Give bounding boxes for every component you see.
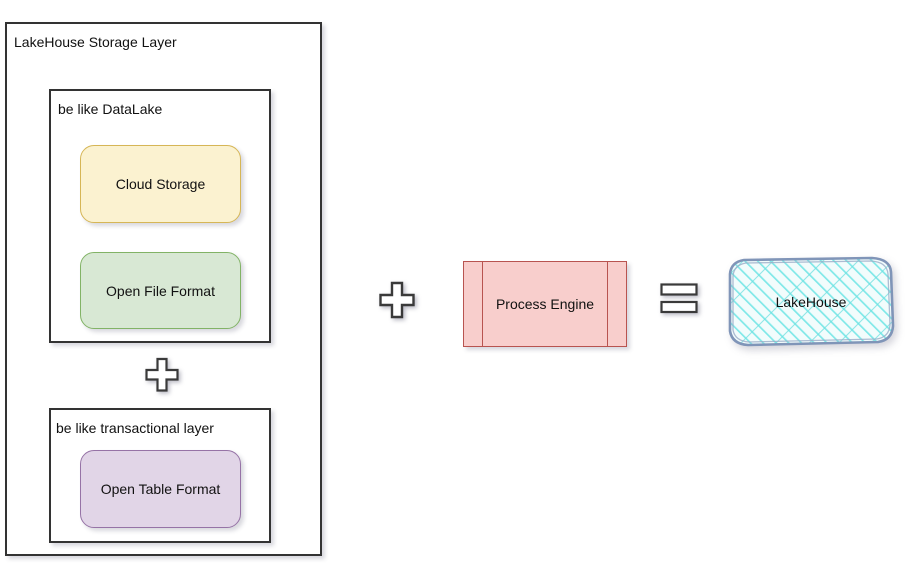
plus-icon-main bbox=[379, 281, 415, 319]
lakehouse-storage-layer-label: LakeHouse Storage Layer bbox=[14, 34, 177, 50]
lakehouse-result-node[interactable]: LakeHouse bbox=[722, 252, 900, 352]
open-table-format-node[interactable]: Open Table Format bbox=[80, 450, 241, 528]
cloud-storage-node[interactable]: Cloud Storage bbox=[80, 145, 241, 223]
datalake-group-label: be like DataLake bbox=[58, 101, 163, 117]
process-engine-label: Process Engine bbox=[495, 296, 595, 312]
open-file-format-node[interactable]: Open File Format bbox=[80, 252, 241, 329]
equals-icon bbox=[660, 283, 698, 314]
transactional-group-label: be like transactional layer bbox=[56, 420, 214, 436]
plus-icon-inner bbox=[145, 357, 179, 392]
process-engine-node[interactable]: Process Engine bbox=[463, 261, 627, 347]
lakehouse-result-label: LakeHouse bbox=[776, 294, 847, 310]
